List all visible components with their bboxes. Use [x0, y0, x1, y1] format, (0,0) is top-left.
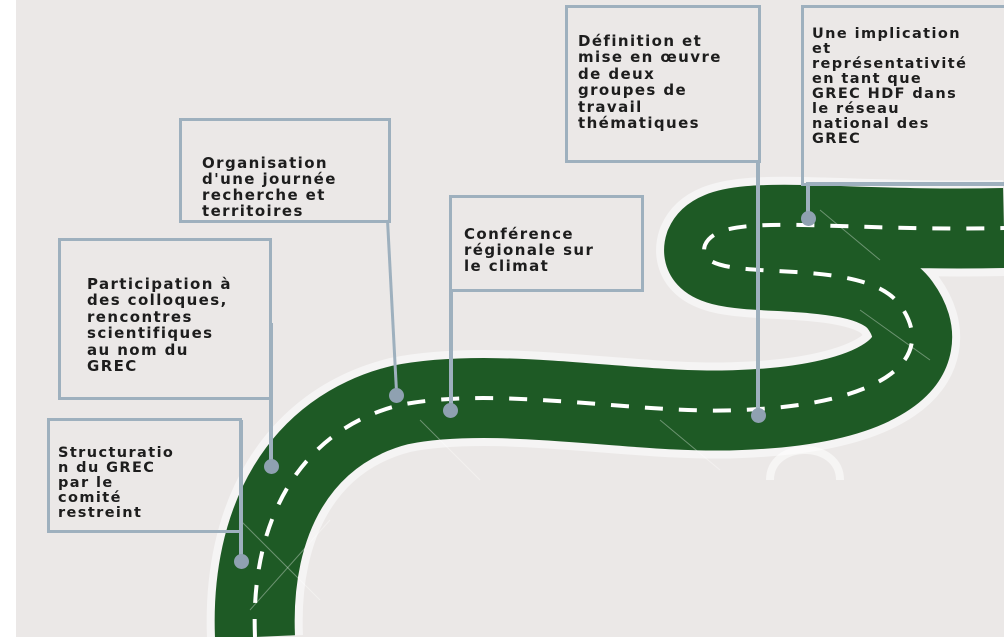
- watermark-lines: [239, 209, 931, 611]
- pin-definition: [751, 408, 766, 423]
- watermark-arc: [766, 446, 844, 481]
- pin-line-conference: [449, 290, 453, 410]
- milestone-implication-text: Une implication et représentativité en t…: [812, 26, 968, 147]
- milestone-participation: Participation à des colloques, rencontre…: [58, 238, 272, 400]
- pin-structuration: [234, 554, 249, 569]
- milestone-participation-text: Participation à des colloques, rencontre…: [87, 274, 232, 375]
- pin-line-definition: [756, 160, 760, 415]
- milestone-definition: Définition et mise en œuvre de deux grou…: [565, 5, 761, 163]
- pin-organisation: [389, 388, 404, 403]
- lane-markings: [252, 222, 1004, 637]
- milestone-conference: Conférence régionale sur le climat: [449, 195, 644, 292]
- milestone-structuration: Structuratio n du GREC par le comité res…: [47, 418, 242, 533]
- milestone-organisation-text: Organisation d'une journée recherche et …: [202, 154, 337, 220]
- milestone-conference-text: Conférence régionale sur le climat: [464, 225, 595, 275]
- milestone-definition-text: Définition et mise en œuvre de deux grou…: [578, 31, 722, 132]
- milestone-structuration-text: Structuratio n du GREC par le comité res…: [58, 445, 175, 521]
- pin-implication: [801, 211, 816, 226]
- pin-conference: [443, 403, 458, 418]
- milestone-implication: Une implication et représentativité en t…: [801, 5, 1004, 186]
- milestone-organisation: Organisation d'une journée recherche et …: [179, 118, 391, 223]
- pin-line-implication: [806, 182, 810, 217]
- pin-participation: [264, 459, 279, 474]
